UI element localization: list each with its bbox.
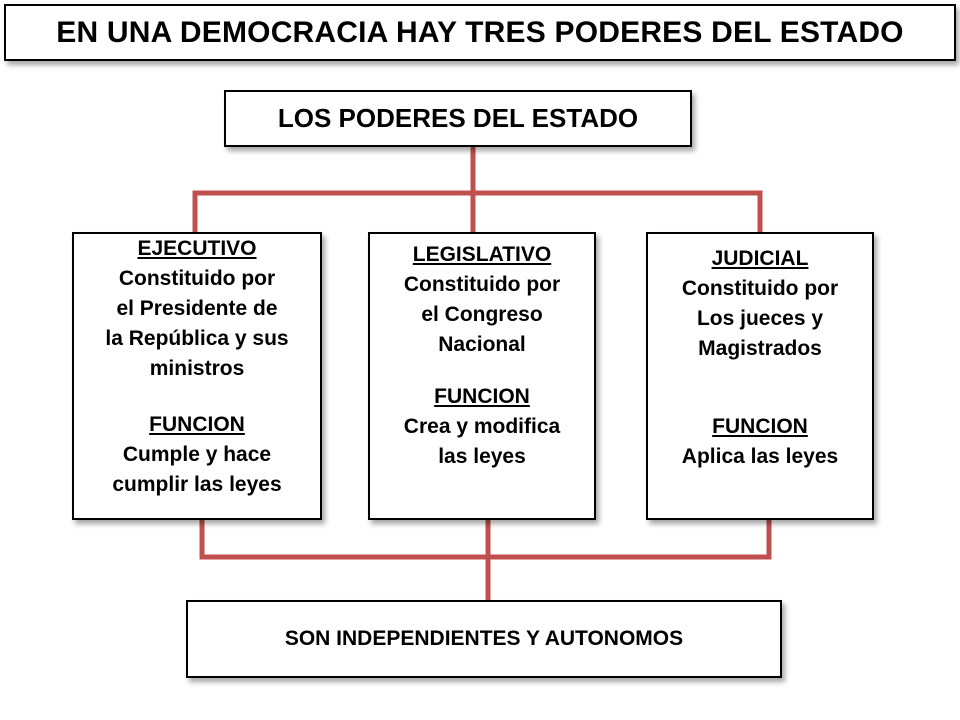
- root-label: LOS PODERES DEL ESTADO: [277, 103, 639, 133]
- funcion-line: Crea y modifica: [403, 415, 561, 438]
- branch-title: EJECUTIVO: [137, 237, 257, 260]
- branch-description-line: Nacional: [438, 333, 526, 356]
- branch-description-line: Magistrados: [698, 337, 822, 360]
- branch-judicial: JUDICIAL Constituido por Los jueces y Ma…: [646, 232, 874, 520]
- branch-description-line: Constituido por: [403, 273, 561, 296]
- branch-description-line: Los jueces y: [696, 307, 824, 330]
- branch-description-line: el Congreso: [421, 303, 543, 326]
- branch-description-line: Constituido por: [681, 277, 839, 300]
- branch-description-line: el Presidente de: [116, 297, 278, 320]
- title-banner: EN UNA DEMOCRACIA HAY TRES PODERES DEL E…: [4, 4, 956, 61]
- footer-label: SON INDEPENDIENTES Y AUTONOMOS: [284, 627, 684, 650]
- funcion-line: Aplica las leyes: [681, 445, 839, 468]
- branch-title: JUDICIAL: [711, 247, 809, 270]
- branch-title: LEGISLATIVO: [412, 243, 552, 266]
- funcion-label: FUNCION: [149, 413, 245, 436]
- branch-ejecutivo: EJECUTIVO Constituido por el Presidente …: [72, 232, 322, 520]
- footer-node: SON INDEPENDIENTES Y AUTONOMOS: [186, 600, 782, 678]
- funcion-line: cumplir las leyes: [112, 473, 282, 496]
- funcion-line: Cumple y hace: [122, 443, 272, 466]
- page-title: EN UNA DEMOCRACIA HAY TRES PODERES DEL E…: [56, 15, 904, 49]
- funcion-label: FUNCION: [712, 415, 808, 438]
- branch-legislativo: LEGISLATIVO Constituido por el Congreso …: [368, 232, 596, 520]
- branch-description-line: la República y sus: [105, 327, 289, 350]
- funcion-label: FUNCION: [434, 385, 530, 408]
- funcion-line: las leyes: [438, 445, 526, 468]
- root-node: LOS PODERES DEL ESTADO: [224, 90, 692, 147]
- branch-description-line: Constituido por: [118, 267, 276, 290]
- branch-description-line: ministros: [149, 357, 245, 380]
